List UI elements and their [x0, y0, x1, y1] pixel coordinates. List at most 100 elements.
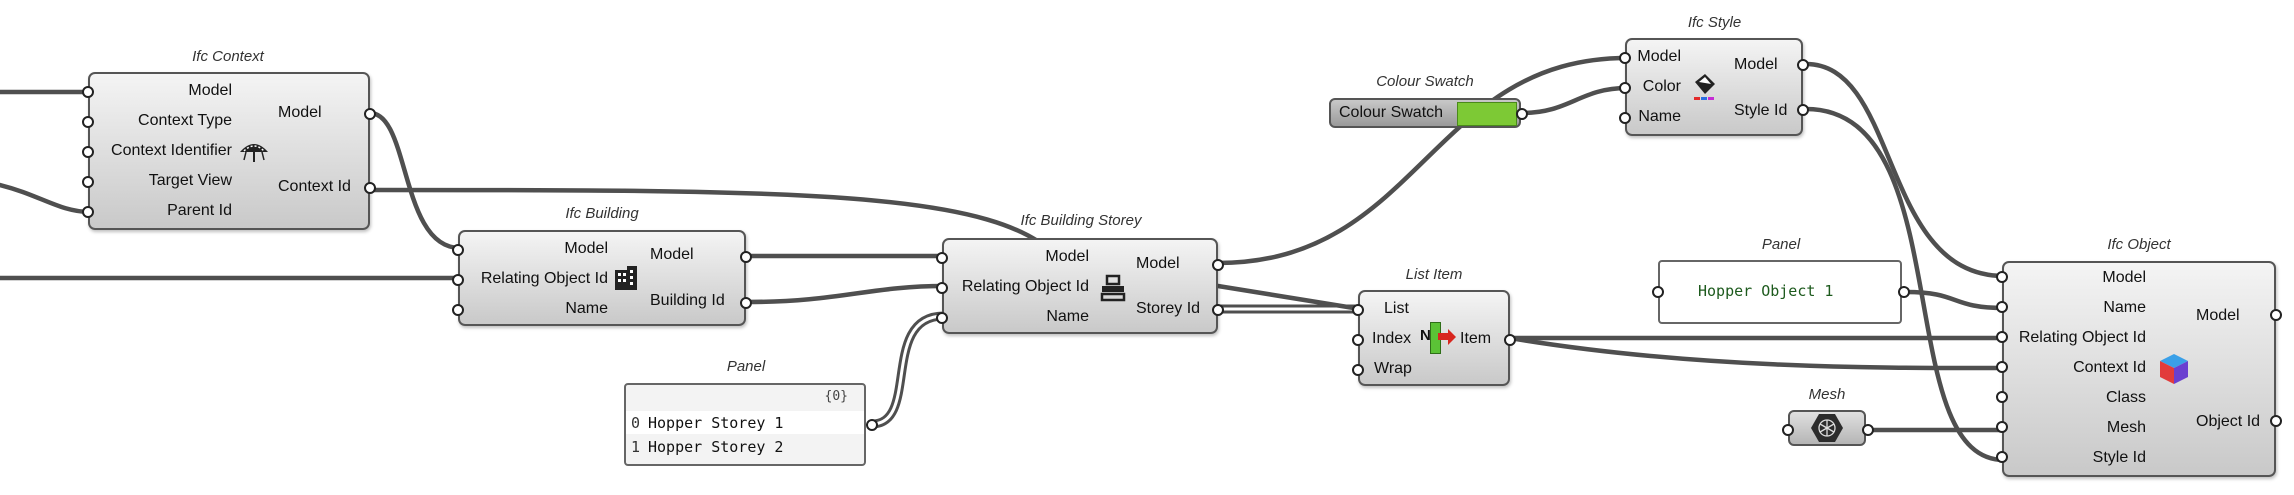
- panel-object-port-out[interactable]: [1898, 286, 1910, 298]
- panel-storeys-header: {0}: [824, 389, 848, 404]
- ifc-object-port-out-object-id[interactable]: [2270, 415, 2282, 427]
- colour-swatch-color[interactable]: [1457, 102, 1517, 126]
- wire-context-model-to-building-model: [367, 110, 463, 251]
- ifc-context-port-in-context-type[interactable]: [82, 116, 94, 128]
- mesh-component[interactable]: [1788, 410, 1866, 446]
- ifc-context-component[interactable]: Model Context Type Context Identifier Ta…: [88, 72, 370, 230]
- colour-swatch-component[interactable]: Colour Swatch: [1329, 98, 1521, 128]
- mesh-title: Mesh: [1808, 386, 1846, 403]
- wire-storey-model-to-list-model: [1215, 283, 1363, 312]
- list-item-output-item: Item: [1460, 330, 1492, 347]
- ifc-style-port-in-name[interactable]: [1619, 112, 1631, 124]
- ifc-object-input-name: Name: [2103, 299, 2146, 316]
- ifc-building-storey-port-in-name[interactable]: [936, 312, 948, 324]
- ifc-object-input-class: Class: [2105, 389, 2146, 406]
- ifc-object-port-in-relating-object-id[interactable]: [1996, 331, 2008, 343]
- ifc-object-port-out-model[interactable]: [2270, 309, 2282, 321]
- panel-object[interactable]: Hopper Object 1: [1658, 260, 1902, 324]
- panel-storeys-row: 0 Hopper Storey 1: [626, 411, 864, 434]
- ifc-context-port-in-parent-id[interactable]: [82, 206, 94, 218]
- panel-object-value: Hopper Object 1: [1698, 282, 1834, 300]
- panel-storeys-row-value: Hopper Storey 2: [648, 438, 784, 456]
- colour-swatch-title: Colour Swatch: [1376, 73, 1474, 90]
- mesh-port-out[interactable]: [1862, 424, 1874, 436]
- wire-swatch-to-style-color: [1519, 85, 1630, 116]
- ifc-building-port-in-model[interactable]: [452, 244, 464, 256]
- wire-panel-to-storey-name: [867, 311, 949, 429]
- list-item-icon-letter: N: [1420, 327, 1431, 344]
- ifc-building-port-out-building-id[interactable]: [740, 297, 752, 309]
- panel-storeys[interactable]: {0} 0 Hopper Storey 1 1 Hopper Storey 2: [624, 383, 866, 466]
- colour-swatch-port-out[interactable]: [1516, 108, 1528, 120]
- ifc-style-port-out-style-id[interactable]: [1797, 104, 1809, 116]
- ifc-building-input-name: Name: [565, 300, 608, 317]
- wire-item-to-object-context: [1507, 335, 2007, 371]
- ifc-object-input-context-id: Context Id: [2073, 359, 2146, 376]
- ifc-context-port-in-target-view[interactable]: [82, 176, 94, 188]
- ifc-object-component[interactable]: Model Name Relating Object Id Context Id…: [2002, 261, 2276, 477]
- ifc-style-output-style-id: Style Id: [1734, 102, 1788, 119]
- ifc-object-title: Ifc Object: [2107, 236, 2171, 253]
- ifc-style-output-model: Model: [1734, 56, 1778, 73]
- ifc-object-port-in-name[interactable]: [1996, 301, 2008, 313]
- ifc-context-port-in-context-identifier[interactable]: [82, 146, 94, 158]
- ifc-object-port-in-context-id[interactable]: [1996, 361, 2008, 373]
- ifc-style-input-model: Model: [1637, 48, 1681, 65]
- ifc-building-storey-port-out-model[interactable]: [1212, 259, 1224, 271]
- ifc-building-port-out-model[interactable]: [740, 251, 752, 263]
- list-item-title: List Item: [1405, 266, 1463, 283]
- ifc-context-port-out-context-id[interactable]: [364, 182, 376, 194]
- ifc-building-input-model: Model: [564, 240, 608, 257]
- ifc-building-port-in-name[interactable]: [452, 304, 464, 316]
- ifc-style-port-out-model[interactable]: [1797, 59, 1809, 71]
- panel-storeys-port-out[interactable]: [866, 419, 878, 431]
- ifc-style-input-color: Color: [1642, 78, 1681, 95]
- ifc-style-title: Ifc Style: [1687, 14, 1742, 31]
- ifc-object-port-in-style-id[interactable]: [1996, 451, 2008, 463]
- ifc-building-component[interactable]: Model Relating Object Id Name Model Buil…: [458, 230, 746, 326]
- ifc-context-port-in-model[interactable]: [82, 86, 94, 98]
- ifc-object-output-object-id: Object Id: [2196, 413, 2261, 430]
- ifc-building-storey-port-out-storey-id[interactable]: [1212, 304, 1224, 316]
- wire-offscreen-to-context-parent: [0, 182, 93, 215]
- panel-storeys-title: Panel: [726, 358, 766, 375]
- ifc-object-output-model: Model: [2196, 307, 2240, 324]
- ifc-building-storey-component[interactable]: Model Relating Object Id Name Model Stor…: [942, 238, 1218, 334]
- panel-object-port-in[interactable]: [1652, 286, 1664, 298]
- building-icon: [615, 266, 637, 290]
- ifc-context-input-model: Model: [188, 82, 232, 99]
- list-item-input-wrap: Wrap: [1374, 360, 1412, 377]
- ifc-building-port-in-relating-object-id[interactable]: [452, 274, 464, 286]
- wire-style-model-to-object-model: [1803, 61, 2007, 279]
- ifc-building-storey-port-in-relating-object-id[interactable]: [936, 282, 948, 294]
- ifc-style-input-name: Name: [1638, 108, 1681, 125]
- ifc-style-port-in-color[interactable]: [1619, 82, 1631, 94]
- ifc-object-input-mesh: Mesh: [2106, 419, 2146, 436]
- ifc-object-port-in-model[interactable]: [1996, 271, 2008, 283]
- ifc-context-title: Ifc Context: [192, 48, 264, 65]
- list-item-port-out-item[interactable]: [1504, 334, 1516, 346]
- list-item-component[interactable]: List Index Wrap Item N: [1358, 290, 1510, 386]
- list-item-port-in-list[interactable]: [1352, 304, 1364, 316]
- ifc-style-port-in-model[interactable]: [1619, 52, 1631, 64]
- list-item-port-in-wrap[interactable]: [1352, 364, 1364, 376]
- ifc-building-storey-input-model: Model: [1045, 248, 1089, 265]
- ifc-context-output-model: Model: [278, 104, 322, 121]
- mesh-icon: [1811, 414, 1843, 442]
- storey-icon: [1100, 274, 1126, 302]
- list-item-input-index: Index: [1372, 330, 1412, 347]
- ifc-object-port-in-class[interactable]: [1996, 391, 2008, 403]
- mesh-port-in[interactable]: [1782, 424, 1794, 436]
- list-item-port-in-index[interactable]: [1352, 334, 1364, 346]
- ifc-style-component[interactable]: Model Color Name Model Style Id: [1625, 38, 1803, 136]
- ifc-building-storey-input-name: Name: [1046, 308, 1089, 325]
- ifc-object-port-in-mesh[interactable]: [1996, 421, 2008, 433]
- panel-storeys-row-value: Hopper Storey 1: [648, 414, 784, 432]
- ifc-building-input-relating-object-id: Relating Object Id: [480, 270, 608, 287]
- ifc-building-storey-output-storey-id: Storey Id: [1136, 300, 1201, 317]
- paint-bucket-icon: [1694, 74, 1715, 100]
- panel-storeys-row-index: 1: [631, 438, 641, 456]
- ifc-context-port-out-model[interactable]: [364, 108, 376, 120]
- ifc-building-storey-port-in-model[interactable]: [936, 252, 948, 264]
